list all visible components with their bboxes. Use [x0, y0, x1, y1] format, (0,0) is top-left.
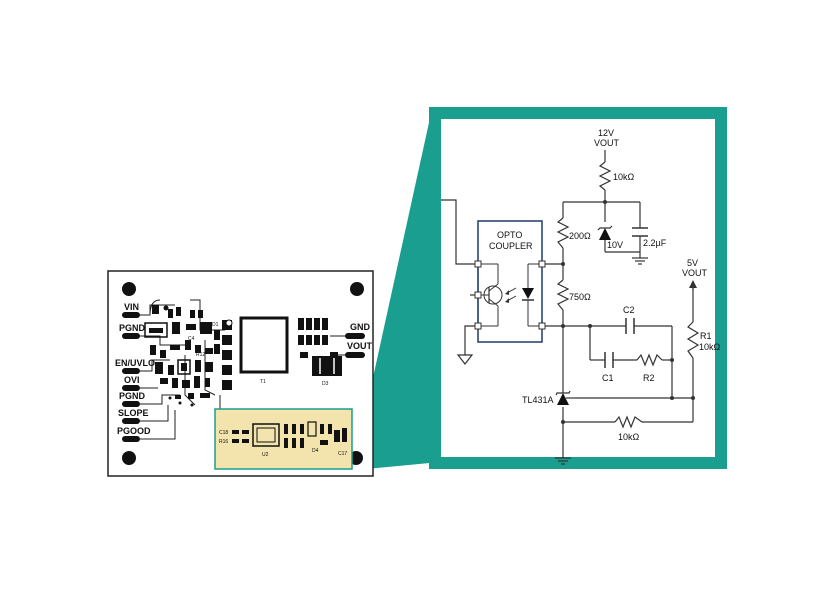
label-d3: D3 [322, 381, 329, 387]
label-d4: D4 [312, 448, 319, 454]
label-5v: 5V [687, 258, 698, 268]
tl431-regulator [555, 390, 575, 405]
label-5v-vout: VOUT [682, 268, 708, 278]
schematic-resistors [556, 161, 700, 429]
pin-label-vout: VOUT [347, 341, 373, 351]
label-12v: 12V [598, 128, 614, 138]
label-opto-line2: COUPLER [489, 241, 533, 251]
opto-coupler [474, 220, 546, 343]
label-zener-10v: 10V [607, 240, 623, 250]
label-12v-vout: VOUT [594, 138, 620, 148]
schematic-frame [429, 107, 727, 469]
resistor-750 [556, 279, 570, 311]
label-c2: C2 [623, 305, 635, 315]
pin-label-pgnd-2: PGND [119, 391, 146, 401]
pin-label-slope: SLOPE [118, 408, 149, 418]
pin-label-pgood: PGOOD [117, 426, 151, 436]
pcb-board: VIN PGND EN/UVLO OVI PGND SLOPE PGOOD GN… [107, 270, 374, 477]
highlight-components [232, 421, 347, 448]
pin-label-vin: VIN [124, 302, 139, 312]
transformer-t1 [239, 316, 289, 374]
label-r-10k-bottom: 10kΩ [618, 432, 640, 442]
mounting-hole [122, 451, 136, 465]
pcb-right-components [298, 318, 338, 358]
pin-label-pgnd: PGND [119, 323, 146, 333]
label-d1: D1 [212, 322, 219, 328]
vout-5v-arrow [689, 280, 697, 290]
label-c1: C1 [602, 373, 614, 383]
label-c18: C18 [219, 430, 228, 436]
label-r1-value: 10kΩ [699, 342, 721, 352]
label-c4: C4 [188, 336, 195, 342]
pin-label-gnd: GND [350, 322, 371, 332]
pcb-left-pins [122, 312, 140, 442]
schematic-nodes [561, 200, 695, 424]
mounting-hole [122, 282, 136, 296]
label-r16: R16 [219, 439, 228, 445]
label-t1: T1 [260, 379, 266, 385]
label-cap-22uf: 2.2µF [643, 238, 667, 248]
pcb-small-components [144, 305, 233, 407]
mounting-hole [350, 282, 364, 296]
label-r-750: 750Ω [569, 292, 591, 302]
resistor-200 [556, 217, 570, 249]
label-r-200: 200Ω [569, 231, 591, 241]
label-r-10k-top: 10kΩ [613, 172, 635, 182]
callout-wedge [356, 118, 440, 470]
pin-label-en-uvlo: EN/UVLO [115, 358, 155, 368]
label-r1: R1 [700, 331, 712, 341]
diode-d3 [312, 356, 342, 376]
label-r12: R12 [196, 352, 205, 358]
label-u2: U2 [262, 452, 269, 458]
ground-symbols [456, 257, 648, 465]
schematic-capacitors [604, 227, 648, 368]
label-r2: R2 [643, 373, 655, 383]
resistor-10k-top [598, 161, 612, 191]
pcb-right-pins [345, 333, 365, 358]
label-tl431a: TL431A [522, 395, 554, 405]
resistor-10k-bottom [614, 415, 643, 429]
label-opto-line1: OPTO [497, 230, 522, 240]
zener-diode [597, 225, 613, 240]
pcb-traces [140, 299, 345, 440]
resistor-r2 [636, 353, 663, 367]
resistor-r1 [686, 321, 700, 359]
label-c17: C17 [338, 451, 347, 457]
pin-label-ovi: OVI [124, 375, 140, 385]
pcb-highlight-region [214, 408, 353, 470]
